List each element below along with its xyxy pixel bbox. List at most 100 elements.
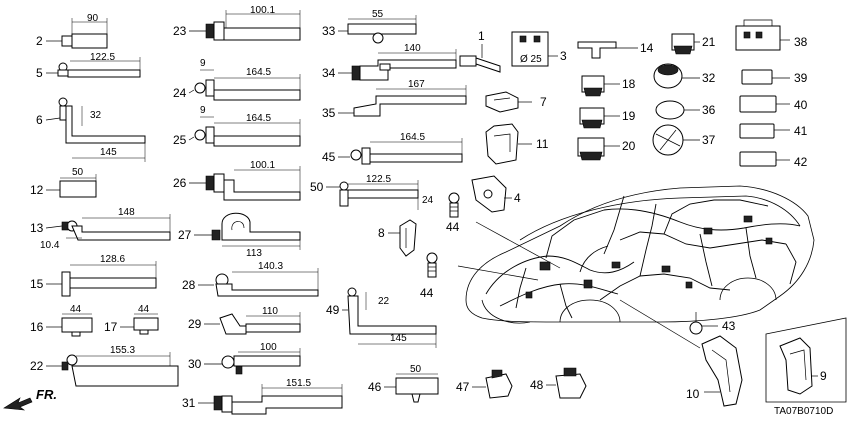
dim-50a: 122.5 bbox=[366, 174, 391, 185]
callout-25: 25 bbox=[173, 133, 187, 147]
part-10: 10 bbox=[686, 335, 743, 407]
dim-45: 164.5 bbox=[400, 132, 425, 143]
part-15: 15 128.6 bbox=[30, 254, 157, 297]
detail-frame bbox=[765, 317, 847, 403]
part-3: Ø 25 3 bbox=[511, 31, 567, 67]
part-1: 1 bbox=[459, 29, 501, 73]
callout-44-lower: 44 bbox=[420, 286, 434, 300]
dim-22: 155.3 bbox=[110, 345, 135, 356]
callout-15: 15 bbox=[30, 277, 44, 291]
callout-45: 45 bbox=[322, 150, 336, 164]
dim-15: 128.6 bbox=[100, 254, 125, 265]
part-42: 42 bbox=[739, 151, 808, 169]
callout-12: 12 bbox=[30, 183, 44, 197]
part-16: 16 44 bbox=[30, 304, 93, 337]
part-29: 29 110 bbox=[188, 306, 301, 335]
callout-50: 50 bbox=[310, 180, 324, 194]
dim-16: 44 bbox=[70, 304, 82, 315]
callout-40: 40 bbox=[794, 98, 808, 112]
dim-35: 167 bbox=[408, 79, 425, 90]
part-49: 49 22 145 bbox=[326, 287, 437, 348]
part-7: 7 bbox=[485, 91, 547, 113]
part-27: 27 113 bbox=[178, 212, 301, 259]
part-2: 2 90 bbox=[36, 13, 108, 49]
callout-22: 22 bbox=[30, 359, 44, 373]
callout-11: 11 bbox=[536, 137, 549, 151]
callout-33: 33 bbox=[322, 24, 336, 38]
dim-27: 113 bbox=[246, 248, 262, 259]
callout-30: 30 bbox=[188, 357, 202, 371]
callout-36: 36 bbox=[702, 103, 716, 117]
vehicle-harness-layout bbox=[457, 185, 815, 349]
callout-44-upper: 44 bbox=[446, 220, 460, 234]
callout-42: 42 bbox=[794, 155, 808, 169]
part-28: 28 140.3 bbox=[182, 261, 319, 297]
callout-49: 49 bbox=[326, 303, 340, 317]
dim-12: 50 bbox=[72, 167, 84, 178]
dim-23: 100.1 bbox=[250, 5, 275, 16]
part-20: 20 bbox=[577, 137, 636, 161]
callout-10: 10 bbox=[686, 387, 700, 401]
callout-18: 18 bbox=[622, 77, 636, 91]
part-40: 40 bbox=[739, 95, 808, 113]
callout-35: 35 bbox=[322, 106, 336, 120]
dim-49b: 145 bbox=[390, 333, 407, 344]
dim-13b: 10.4 bbox=[40, 240, 60, 251]
callout-24: 24 bbox=[173, 86, 187, 100]
part-25: 25 9 164.5 bbox=[173, 105, 301, 147]
callout-13: 13 bbox=[30, 221, 44, 235]
part-43: 43 bbox=[689, 312, 736, 335]
front-arrow: FR. bbox=[3, 387, 57, 411]
callout-9: 9 bbox=[820, 369, 827, 383]
callout-27: 27 bbox=[178, 228, 192, 242]
callout-6: 6 bbox=[36, 113, 43, 127]
callout-41: 41 bbox=[794, 124, 808, 138]
dim-30: 100 bbox=[260, 342, 277, 353]
dim-25b: 164.5 bbox=[246, 113, 271, 124]
callout-19: 19 bbox=[622, 109, 636, 123]
part-33: 33 55 bbox=[322, 9, 417, 44]
dim-2: 90 bbox=[87, 13, 99, 24]
front-arrow-icon bbox=[3, 397, 33, 411]
dim-6b: 145 bbox=[100, 147, 117, 158]
dim-26: 100.1 bbox=[250, 160, 275, 171]
callout-4: 4 bbox=[514, 191, 521, 205]
callout-29: 29 bbox=[188, 317, 202, 331]
dim-17: 44 bbox=[138, 304, 150, 315]
part-21: 21 bbox=[671, 33, 716, 55]
callout-48: 48 bbox=[530, 378, 544, 392]
dim-6a: 32 bbox=[90, 110, 102, 121]
callout-23: 23 bbox=[173, 24, 187, 38]
part-41: 41 bbox=[739, 123, 808, 139]
callout-31: 31 bbox=[182, 396, 196, 410]
part-44-upper: 44 bbox=[446, 192, 460, 234]
callout-47: 47 bbox=[456, 380, 470, 394]
dim-25a: 9 bbox=[200, 105, 206, 116]
part-46: 46 50 bbox=[368, 364, 439, 403]
part-18: 18 bbox=[581, 75, 636, 97]
part-37: 37 bbox=[652, 124, 716, 156]
part-22: 22 155.3 bbox=[30, 345, 179, 387]
dim-49a: 22 bbox=[378, 296, 390, 307]
part-6: 6 32 145 bbox=[36, 97, 146, 162]
callout-14: 14 bbox=[640, 41, 654, 55]
callout-26: 26 bbox=[173, 176, 187, 190]
part-26: 26 100.1 bbox=[173, 160, 301, 201]
part-13: 13 148 10.4 bbox=[30, 207, 171, 251]
dim-24b: 164.5 bbox=[246, 67, 271, 78]
callout-34: 34 bbox=[322, 66, 336, 80]
callout-1: 1 bbox=[478, 29, 485, 43]
dim-50b: 24 bbox=[422, 195, 434, 206]
dim-31: 151.5 bbox=[286, 378, 311, 389]
part-31: 31 151.5 bbox=[182, 378, 343, 415]
part-36: 36 bbox=[655, 100, 716, 120]
part-24: 24 9 164.5 bbox=[173, 58, 301, 101]
part-39: 39 bbox=[741, 69, 808, 85]
dim-33: 55 bbox=[372, 9, 384, 20]
callout-17: 17 bbox=[104, 320, 118, 334]
callout-37: 37 bbox=[702, 133, 716, 147]
callout-21: 21 bbox=[702, 35, 716, 49]
part-11: 11 bbox=[485, 123, 549, 165]
